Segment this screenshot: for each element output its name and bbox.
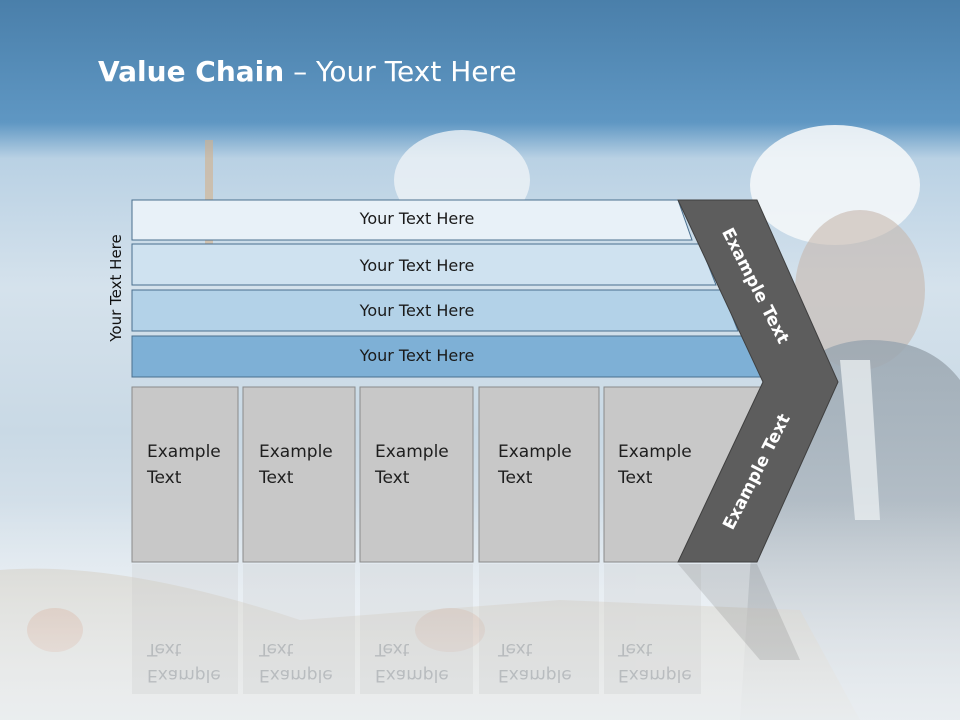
box-5-reflection-line1: Example	[618, 665, 692, 685]
bar-1	[131, 199, 693, 241]
bar-4-label: Your Text Here	[359, 346, 475, 365]
box-1-label: Example Text	[147, 439, 221, 491]
box-1-line1: Example	[147, 442, 221, 462]
box-3-label: Example Text	[375, 439, 449, 491]
box-1-reflection-line1: Example	[147, 665, 221, 685]
bar-3-label: Your Text Here	[359, 301, 475, 320]
box-2-reflection-line2: Text	[259, 639, 294, 659]
box-2-line1: Example	[259, 442, 333, 462]
slide-title: Value Chain – Your Text Here	[98, 55, 517, 88]
box-3	[359, 386, 474, 563]
box-4	[478, 386, 600, 563]
bar-3	[131, 289, 739, 332]
box-1-reflection-line2: Text	[147, 639, 182, 659]
box-1-reflection: Example Text	[147, 636, 221, 688]
box-3-reflection-line2: Text	[375, 639, 410, 659]
box-1	[131, 386, 239, 563]
box-4-line2: Text	[498, 468, 533, 488]
box-2-label: Example Text	[259, 439, 333, 491]
box-4-reflection-line2: Text	[498, 639, 533, 659]
box-4-label: Example Text	[498, 439, 572, 491]
box-2-reflection-line1: Example	[259, 665, 333, 685]
box-5-label: Example Text	[618, 439, 692, 491]
chevron-arrow	[677, 199, 839, 563]
box-3-line2: Text	[375, 468, 410, 488]
box-5-reflection-line2: Text	[618, 639, 653, 659]
bar-1-label: Your Text Here	[359, 209, 475, 228]
box-4-reflection: Example Text	[498, 636, 572, 688]
box-2	[242, 386, 356, 563]
bar-2	[131, 243, 717, 286]
box-3-line1: Example	[375, 442, 449, 462]
box-3-reflection: Example Text	[375, 636, 449, 688]
box-4-line1: Example	[498, 442, 572, 462]
chevron-reflection	[678, 564, 800, 660]
box-4-reflection-line1: Example	[498, 665, 572, 685]
title-bold: Value Chain	[98, 55, 285, 88]
boxes-reflection	[132, 564, 701, 694]
box-3-reflection-line1: Example	[375, 665, 449, 685]
box-5-line2: Text	[618, 468, 653, 488]
box-2-reflection: Example Text	[259, 636, 333, 688]
box-5-reflection: Example Text	[618, 636, 692, 688]
box-2-line2: Text	[259, 468, 294, 488]
bar-2-label: Your Text Here	[359, 256, 475, 275]
box-5-line1: Example	[618, 442, 692, 462]
box-1-line2: Text	[147, 468, 182, 488]
title-rest: – Your Text Here	[284, 55, 517, 88]
